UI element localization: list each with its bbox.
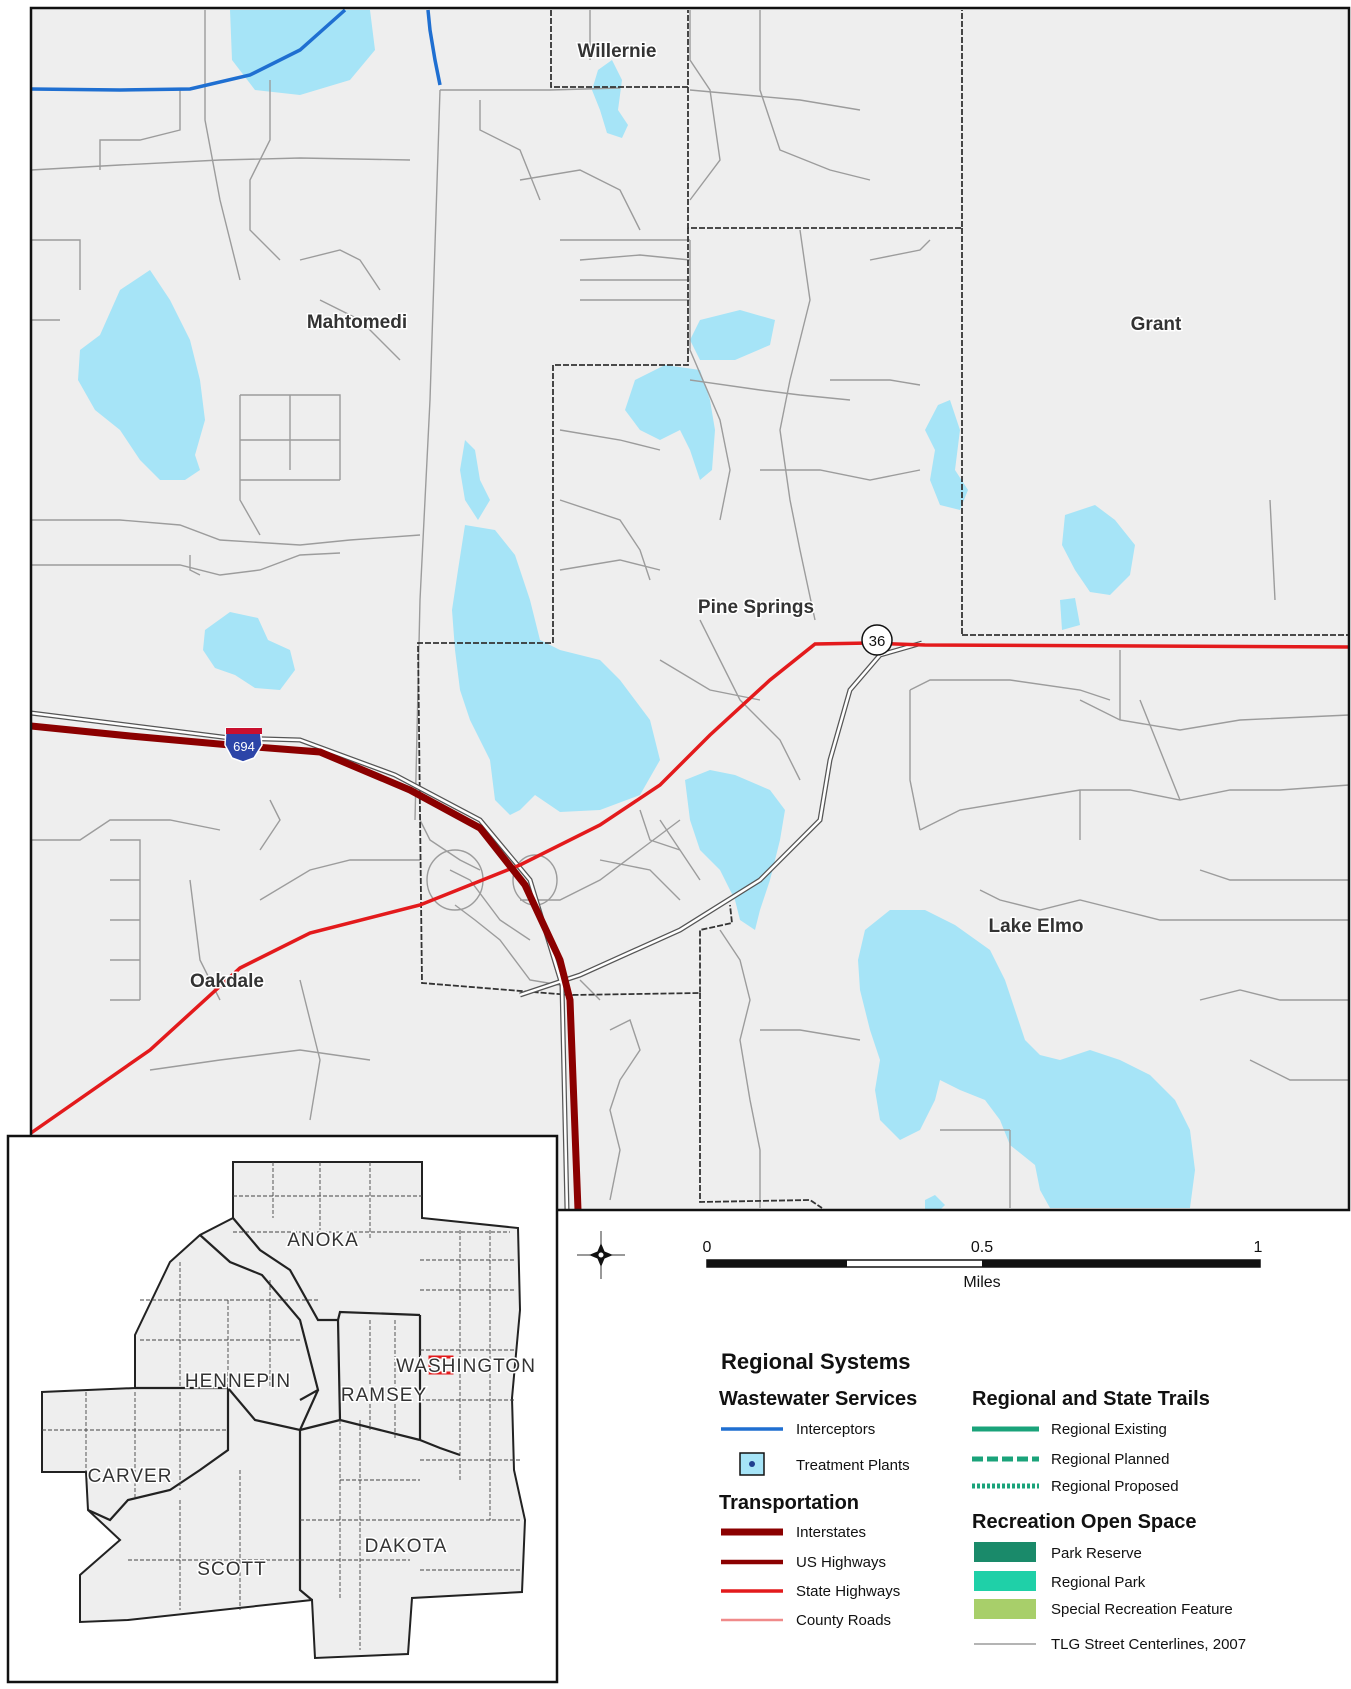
county-label-ramsey: RAMSEY <box>341 1385 427 1406</box>
lake <box>858 910 1195 1208</box>
county-label-scott: SCOTT <box>197 1559 266 1580</box>
legend-trail-existing-label: Regional Existing <box>1051 1421 1167 1438</box>
legend-interceptors-label: Interceptors <box>796 1421 875 1438</box>
place-label-willernie: Willernie <box>577 41 656 62</box>
place-label-mahtomedi: Mahtomedi <box>307 312 407 333</box>
county-label-carver: CARVER <box>88 1466 173 1487</box>
municipal-grid <box>42 1162 520 1650</box>
legend-us-highways-label: US Highways <box>796 1554 886 1571</box>
inset-map[interactable]: ANOKA HENNEPIN RAMSEY WASHINGTON CARVER … <box>6 1134 559 1684</box>
map-frame <box>29 6 1351 1212</box>
scale-bar: 0 0.5 1 Miles <box>703 1239 1263 1291</box>
state-highway-36 <box>29 641 1350 1135</box>
county-label-anoka: ANOKA <box>287 1230 359 1251</box>
lake <box>625 365 715 480</box>
lake <box>925 1195 945 1210</box>
legend-trails-heading: Regional and State Trails <box>972 1388 1210 1410</box>
lake <box>452 525 660 815</box>
scale-tick-1: 1 <box>1254 1239 1263 1256</box>
place-label-lake-elmo: Lake Elmo <box>988 916 1083 937</box>
interstate-694 <box>30 722 582 1211</box>
interstate-shield-label: 694 <box>233 739 255 754</box>
legend-wastewater-heading: Wastewater Services <box>719 1388 917 1410</box>
scale-unit: Miles <box>963 1274 1000 1291</box>
legend-special-feature-swatch <box>974 1599 1036 1619</box>
legend-streets-label: TLG Street Centerlines, 2007 <box>1051 1636 1246 1653</box>
legend-openspace-heading: Recreation Open Space <box>972 1511 1197 1533</box>
legend-park-reserve-swatch <box>974 1542 1036 1562</box>
city-boundaries <box>417 10 1349 1209</box>
treatment-plant-dot <box>749 1461 755 1467</box>
legend-state-highways-label: State Highways <box>796 1583 900 1600</box>
metro-area-outline <box>41 1161 527 1660</box>
county-boundaries <box>87 1217 461 1601</box>
place-label-oakdale: Oakdale <box>190 971 264 992</box>
lake <box>230 10 375 95</box>
main-map[interactable]: 694 36 Willernie Mahtomedi Grant Pine Sp… <box>29 6 1351 1212</box>
legend-title: Regional Systems <box>721 1349 911 1374</box>
lake <box>460 440 490 520</box>
lake <box>1062 505 1135 595</box>
water-bodies <box>78 10 1195 1210</box>
legend-regional-park-swatch <box>974 1571 1036 1591</box>
legend-interstates-label: Interstates <box>796 1524 866 1541</box>
interchange-ramps <box>426 819 681 986</box>
street-centerlines <box>30 10 1350 1208</box>
county-label-washington: WASHINGTON <box>396 1356 536 1377</box>
interstate-shield: 694 <box>224 727 263 763</box>
legend-trail-proposed-label: Regional Proposed <box>1051 1478 1179 1495</box>
place-label-grant: Grant <box>1131 314 1182 335</box>
lake <box>203 612 295 690</box>
legend-county-roads-label: County Roads <box>796 1612 891 1629</box>
study-area-marker <box>428 1355 454 1375</box>
legend-treatment-label: Treatment Plants <box>796 1457 910 1474</box>
lake <box>592 60 628 138</box>
state-highway-shield: 36 <box>861 624 893 656</box>
interceptors <box>30 8 442 92</box>
legend-transportation-heading: Transportation <box>719 1492 859 1514</box>
lake <box>78 270 205 480</box>
place-label-pine-springs: Pine Springs <box>698 597 814 618</box>
north-arrow-icon <box>577 1231 625 1279</box>
lake <box>925 400 968 510</box>
land-area <box>31 8 1349 1210</box>
lake <box>690 310 775 360</box>
legend: Regional Systems Wastewater Services Int… <box>719 1349 1246 1653</box>
scale-tick-half: 0.5 <box>971 1239 993 1256</box>
legend-special-feature-label: Special Recreation Feature <box>1051 1601 1233 1618</box>
lake <box>1060 598 1080 630</box>
lake <box>685 770 785 930</box>
scale-tick-0: 0 <box>703 1239 712 1256</box>
state-highway-shield-label: 36 <box>869 633 886 650</box>
legend-trail-planned-label: Regional Planned <box>1051 1451 1169 1468</box>
county-label-dakota: DAKOTA <box>365 1536 448 1557</box>
legend-regional-park-label: Regional Park <box>1051 1574 1146 1591</box>
county-label-hennepin: HENNEPIN <box>185 1371 291 1392</box>
legend-park-reserve-label: Park Reserve <box>1051 1545 1142 1562</box>
